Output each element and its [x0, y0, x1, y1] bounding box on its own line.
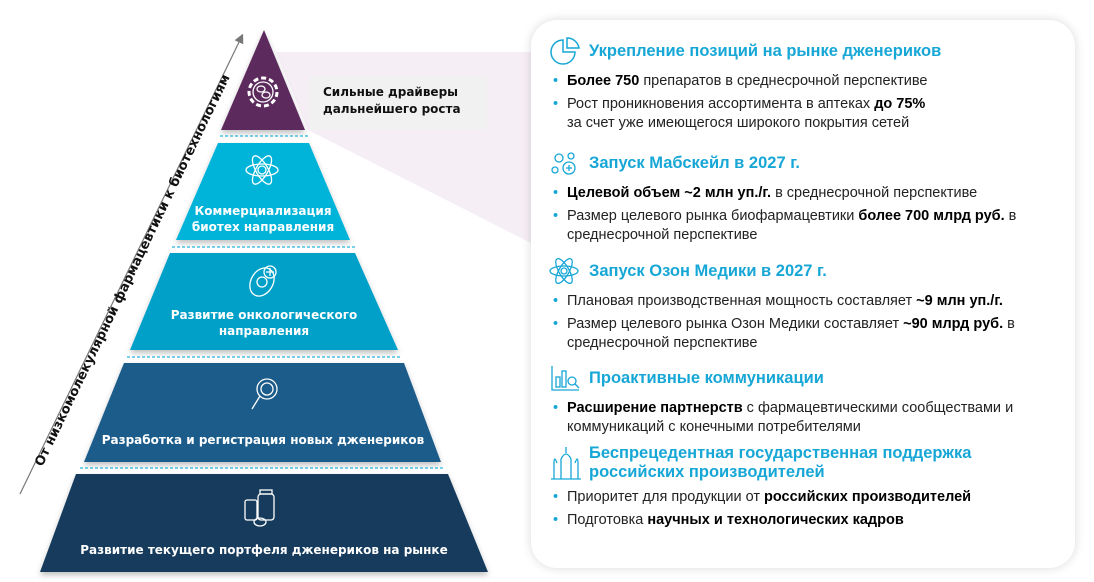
- section-title: Запуск Озон Медики в 2027 г.: [589, 261, 827, 280]
- section-title: Беспрецедентная государственная поддержк…: [589, 444, 972, 481]
- bullet: Рост проникновения ассортимента в аптека…: [553, 95, 1069, 133]
- analytics-icon: [551, 366, 580, 391]
- tier-2-label: Развитие онкологического направления: [140, 307, 388, 339]
- atom-icon: [245, 155, 279, 185]
- tier-label-line: Коммерциализация: [194, 204, 332, 218]
- bullet: Приоритет для продукции от российских пр…: [553, 488, 1069, 507]
- bullet: Плановая производственная мощность соста…: [553, 292, 1069, 311]
- tier-1-label: Коммерциализация биотех направления: [176, 203, 350, 235]
- tier-1: [176, 143, 350, 240]
- highlights-panel: Укрепление позиций на рынке дженериков Б…: [531, 20, 1075, 568]
- section-title: Запуск Мабскейл в 2027 г.: [589, 153, 801, 172]
- bullet: Размер целевого рынка Озон Медики состав…: [553, 315, 1069, 353]
- bullet: Размер целевого рынка биофармацевтики бо…: [553, 207, 1069, 245]
- drivers-line-1: Сильные драйверы: [323, 85, 459, 99]
- pill-bottle-icon: [244, 489, 275, 527]
- section-communications: Проактивные коммуникации Расширение парт…: [549, 363, 1069, 441]
- gear-pills-icon: [247, 76, 279, 108]
- bullet: Подготовка научных и технологических кад…: [553, 511, 1069, 530]
- tier-2: [130, 253, 398, 350]
- tier-label-line: направления: [218, 324, 310, 338]
- tier-label-line: биотех направления: [191, 220, 335, 234]
- drivers-line-2: дальнейшего роста: [323, 102, 461, 116]
- section-state-support: Беспрецедентная государственная поддержк…: [549, 444, 1069, 534]
- tier-3-label: Разработка и регистрация новых дженерико…: [90, 432, 436, 448]
- tier-label-line: Разработка и регистрация новых дженерико…: [101, 433, 425, 447]
- tier-label-line: Развитие текущего портфеля дженериков на…: [80, 543, 448, 557]
- magnifier-pills-icon: [251, 378, 278, 410]
- bullet: Расширение партнерств с фармацевтическим…: [553, 399, 1069, 437]
- atom-icon: [549, 257, 579, 285]
- bullet: Целевой объем ~2 млн уп./г. в среднесроч…: [553, 184, 1069, 203]
- section-mabscale: Запуск Мабскейл в 2027 г. Целевой объем …: [549, 148, 1069, 249]
- bullet: Более 750 препаратов в среднесрочной пер…: [553, 72, 1069, 91]
- section-title: Проактивные коммуникации: [589, 368, 824, 387]
- tier-4-label: Развитие текущего портфеля дженериков на…: [50, 542, 478, 558]
- section-ozon-medika: Запуск Озон Медики в 2027 г. Плановая пр…: [549, 256, 1069, 357]
- drivers-label: Сильные драйверы дальнейшего роста: [309, 76, 487, 130]
- section-title: Укрепление позиций на рынке дженериков: [589, 41, 942, 60]
- tier-4: [40, 474, 488, 572]
- cell-plus-icon: [249, 265, 277, 297]
- growth-arrow: [19, 33, 244, 495]
- section-generics: Укрепление позиций на рынке дженериков Б…: [549, 36, 1069, 137]
- molecules-icon: [551, 152, 576, 175]
- tier-label-line: Развитие онкологического: [170, 308, 358, 322]
- tier-top: [221, 30, 305, 130]
- kremlin-icon: [551, 447, 581, 480]
- tier-dividers: [80, 135, 445, 469]
- pie-chart-dollar-icon: [550, 37, 580, 65]
- tier-3: [84, 363, 441, 462]
